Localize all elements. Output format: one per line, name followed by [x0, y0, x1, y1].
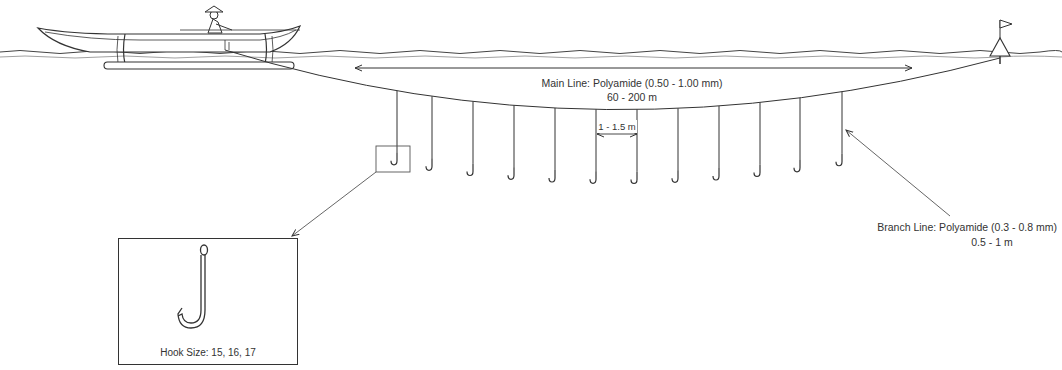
branch-line — [514, 105, 515, 167]
branch-line-spec: Branch Line: Polyamide (0.3 - 0.8 mm) — [877, 221, 1057, 234]
branch-spacing: 1 - 1.5 m — [597, 120, 637, 133]
hook — [672, 170, 678, 182]
hook — [508, 167, 514, 179]
hook — [794, 160, 800, 172]
branch-line — [637, 109, 638, 171]
hook — [467, 163, 473, 175]
hook — [549, 170, 555, 182]
hook — [426, 158, 432, 170]
branch-line — [473, 101, 474, 163]
hook — [391, 153, 397, 165]
branch-line — [432, 96, 433, 158]
branch-line — [760, 102, 761, 164]
branch-line — [678, 108, 679, 170]
branch-line — [719, 106, 720, 168]
main-line-length: 60 - 200 m — [607, 91, 657, 104]
branch-line — [555, 108, 556, 170]
branch-line — [800, 98, 801, 160]
hook — [590, 171, 596, 183]
inset-box: Hook Size: 15, 16, 17 — [118, 238, 298, 365]
hook — [836, 154, 842, 166]
main-line-spec: Main Line: Polyamide (0.50 - 1.00 mm) — [542, 77, 723, 90]
branch-line — [397, 91, 398, 153]
hook-size-label: Hook Size: 15, 16, 17 — [119, 347, 297, 359]
hook — [754, 164, 760, 176]
branch-line — [842, 92, 843, 154]
hook — [713, 168, 719, 180]
branch-line — [596, 109, 597, 171]
branch-line-length: 0.5 - 1 m — [971, 236, 1012, 249]
hook — [631, 171, 637, 183]
